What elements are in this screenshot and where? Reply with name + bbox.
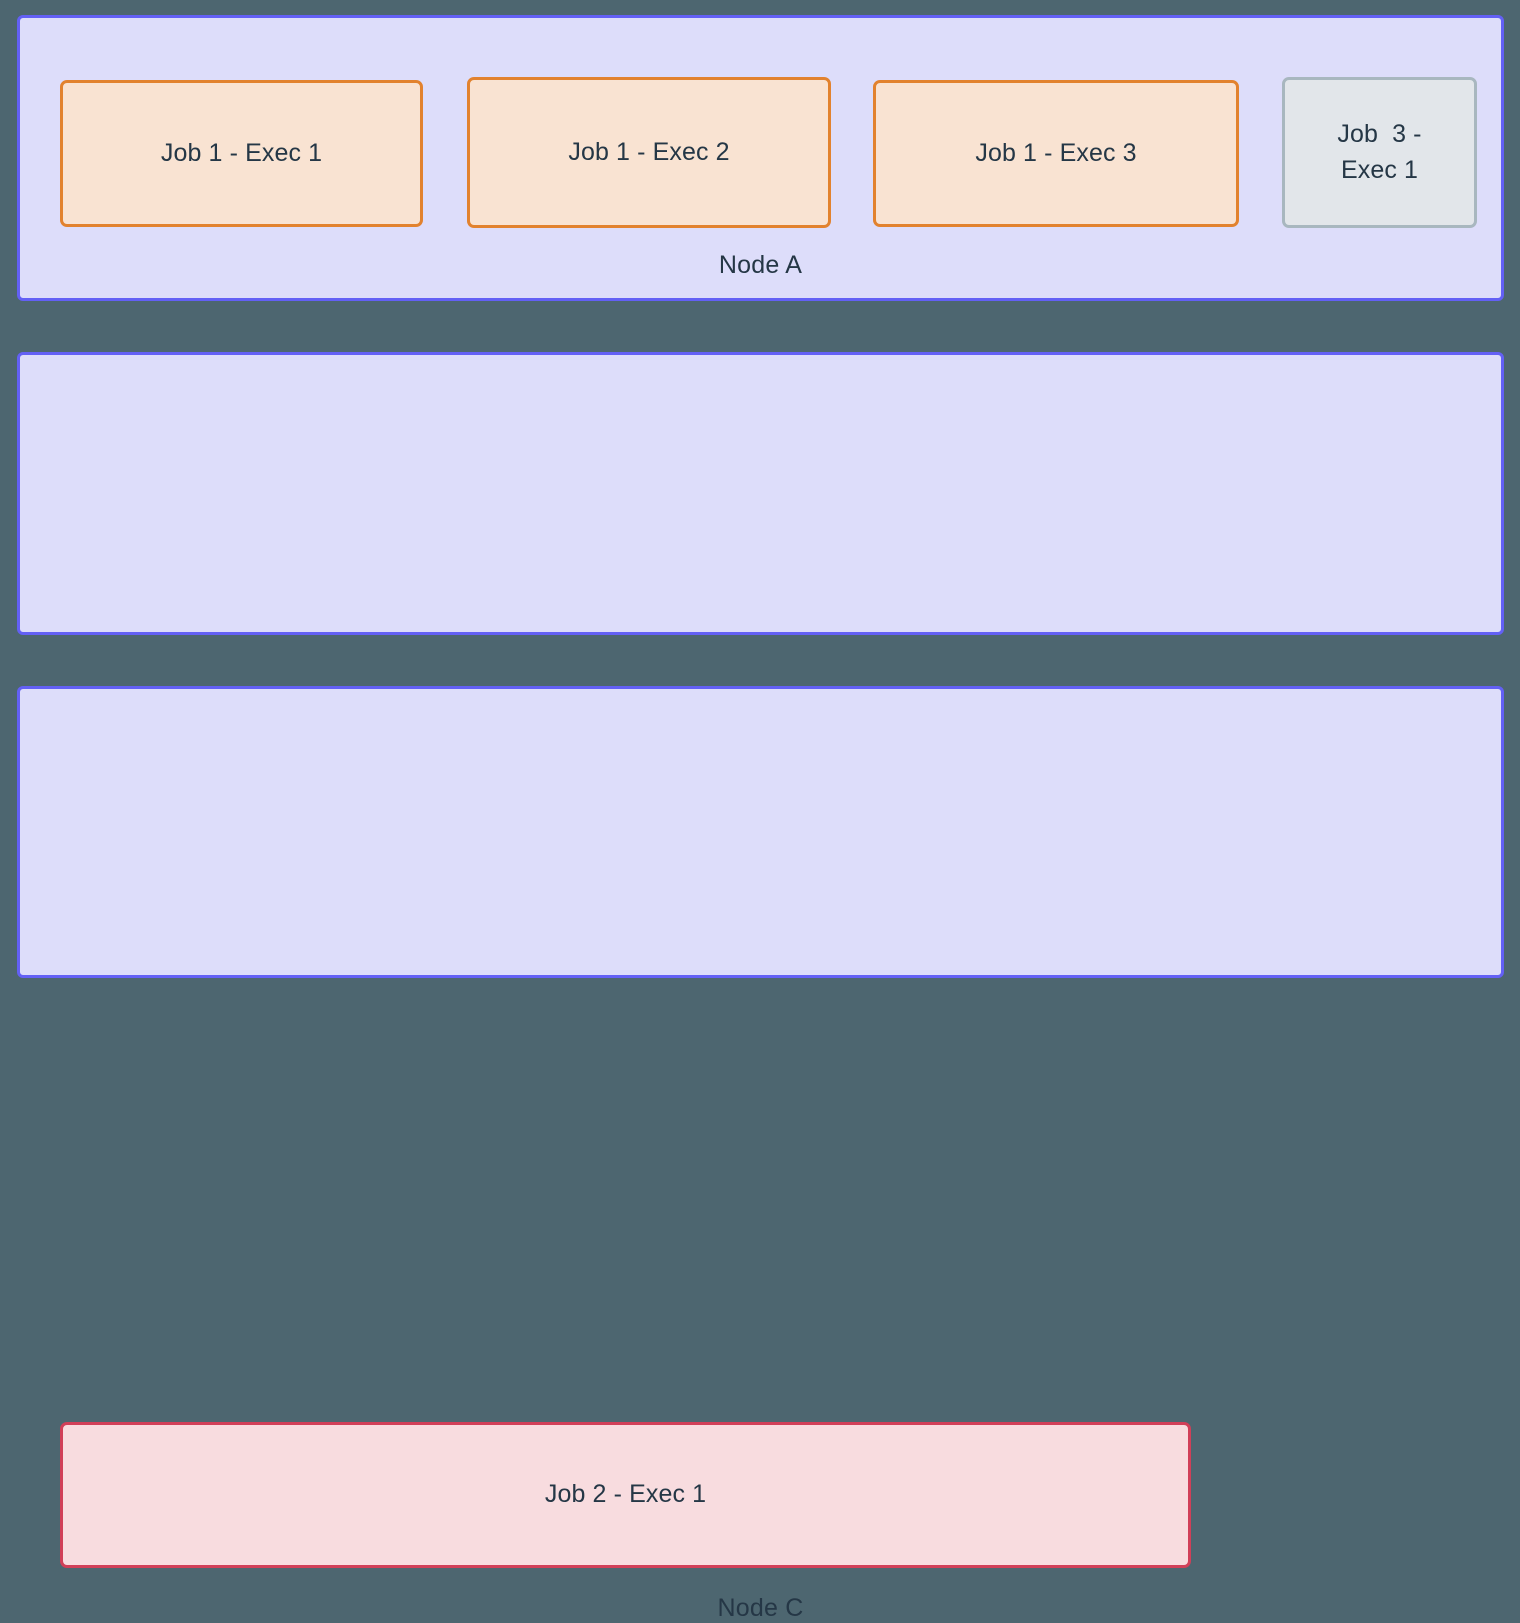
job-box-job-1-exec-2[interactable]: Job 1 - Exec 2 — [467, 77, 831, 228]
job-box-job-1-exec-1[interactable]: Job 1 - Exec 1 — [60, 80, 423, 227]
node-label-node-c: Node C — [717, 1594, 804, 1622]
diagram-canvas: Job 1 - Exec 1 Job 1 - Exec 2 Job 1 - Ex… — [17, 15, 1504, 1622]
node-panel-node-b[interactable]: Job 1 - Exec 4 Job 3 - Exec 2 Job 3 - Ex… — [17, 352, 1504, 952]
node-label-node-a: Node A — [718, 251, 803, 279]
node-panel-node-a[interactable]: Job 1 - Exec 1 Job 1 - Exec 2 Job 1 - Ex… — [17, 15, 1504, 301]
job-box-job-3-exec-1[interactable]: Job 3 - Exec 1 — [1282, 77, 1477, 228]
job-box-job-1-exec-3[interactable]: Job 1 - Exec 3 — [873, 80, 1239, 227]
job-box-job-2-exec-1[interactable]: Job 2 - Exec 1 — [60, 1422, 1191, 1568]
node-panel-node-c[interactable]: Job 2 - Exec 1 Node C — [17, 686, 1504, 1622]
